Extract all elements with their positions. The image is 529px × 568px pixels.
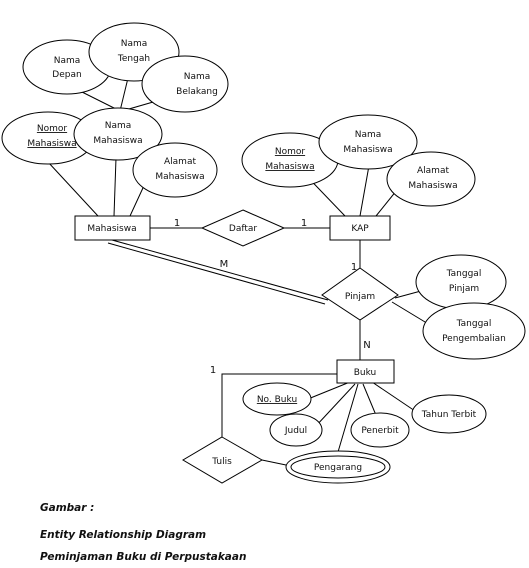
relationship-tulis-label: Tulis bbox=[211, 457, 232, 467]
cardinality-pinjam-buku: N bbox=[363, 340, 370, 351]
attribute-nomor-mahasiswa-k-line1: Nomor bbox=[275, 147, 306, 157]
attribute-tanggal-pengembalian-line2: Pengembalian bbox=[442, 334, 506, 344]
attribute-nama-depan-line2: Depan bbox=[52, 70, 81, 80]
figure-caption: Gambar : Entity Relationship Diagram Pem… bbox=[40, 502, 246, 563]
attribute-tanggal-pinjam: Tanggal Pinjam bbox=[415, 254, 507, 310]
attribute-judul: Judul bbox=[269, 413, 323, 447]
cardinality-daftar-mahasiswa: 1 bbox=[174, 218, 180, 229]
relationship-tulis: Tulis bbox=[182, 436, 264, 484]
attribute-judul-label: Judul bbox=[284, 426, 307, 436]
attribute-nama-depan-line1: Nama bbox=[54, 56, 81, 66]
attribute-alamat-mahasiswa-k: Alamat Mahasiswa bbox=[386, 151, 476, 207]
attribute-alamat-mahasiswa-k-line2: Mahasiswa bbox=[408, 181, 457, 191]
attribute-alamat-mahasiswa-k-line1: Alamat bbox=[417, 166, 449, 176]
entity-mahasiswa-label: Mahasiswa bbox=[87, 224, 136, 234]
attribute-nama-tengah-line1: Nama bbox=[121, 39, 148, 49]
cardinality-tulis: 1 bbox=[210, 365, 216, 376]
attribute-pengarang: Pengarang bbox=[285, 450, 391, 484]
attribute-alamat-mahasiswa-m: Alamat Mahasiswa bbox=[132, 142, 218, 198]
entity-kap: KAP bbox=[329, 215, 391, 241]
attribute-no-buku-label: No. Buku bbox=[257, 395, 297, 405]
attribute-tanggal-pinjam-line2: Pinjam bbox=[449, 284, 479, 294]
entity-mahasiswa: Mahasiswa bbox=[74, 215, 151, 241]
attribute-alamat-mahasiswa-m-line1: Alamat bbox=[164, 157, 196, 167]
attribute-nama-mahasiswa-k-line2: Mahasiswa bbox=[343, 145, 392, 155]
relationship-daftar: Daftar bbox=[200, 209, 286, 247]
attribute-nama-mahasiswa-m: Nama Mahasiswa bbox=[73, 107, 163, 161]
attribute-pengarang-label: Pengarang bbox=[314, 463, 362, 473]
caption-line-1: Gambar : bbox=[40, 502, 94, 514]
attribute-nama-tengah-line2: Tengah bbox=[117, 54, 150, 64]
attribute-nama-mahasiswa-k-line1: Nama bbox=[355, 130, 382, 140]
attribute-tanggal-pinjam-line1: Tanggal bbox=[446, 269, 482, 279]
attribute-alamat-mahasiswa-m-line2: Mahasiswa bbox=[155, 172, 204, 182]
attribute-nomor-mahasiswa-k-line2: Mahasiswa bbox=[265, 162, 314, 172]
attribute-nama-mahasiswa-m-line2: Mahasiswa bbox=[93, 136, 142, 146]
relationship-pinjam-label: Pinjam bbox=[345, 292, 375, 302]
attribute-penerbit: Penerbit bbox=[350, 412, 410, 448]
relationship-pinjam: Pinjam bbox=[321, 267, 399, 321]
attribute-tahun-terbit-label: Tahun Terbit bbox=[421, 410, 477, 420]
attribute-no-buku: No. Buku bbox=[242, 382, 312, 416]
attribute-tanggal-pengembalian: Tanggal Pengembalian bbox=[422, 302, 526, 360]
attribute-nama-belakang-line2: Belakang bbox=[176, 87, 218, 97]
entity-kap-label: KAP bbox=[351, 224, 369, 234]
caption-line-3: Peminjaman Buku di Perpustakaan bbox=[40, 551, 246, 563]
attribute-nama-belakang-line1: Nama bbox=[184, 72, 211, 82]
attribute-nama-mahasiswa-m-line1: Nama bbox=[105, 121, 132, 131]
attribute-nomor-mahasiswa-m-line1: Nomor bbox=[37, 124, 68, 134]
attribute-nomor-mahasiswa-k: Nomor Mahasiswa bbox=[241, 132, 339, 188]
entity-buku-label: Buku bbox=[354, 368, 377, 378]
entity-buku: Buku bbox=[336, 359, 395, 384]
attribute-tahun-terbit: Tahun Terbit bbox=[411, 394, 487, 434]
attribute-nama-belakang: Nama Belakang bbox=[141, 55, 229, 113]
attribute-nama-mahasiswa-k: Nama Mahasiswa bbox=[318, 114, 418, 170]
attribute-penerbit-label: Penerbit bbox=[361, 426, 399, 436]
cardinality-mahasiswa-pinjam: M bbox=[220, 259, 229, 270]
attribute-tanggal-pengembalian-line1: Tanggal bbox=[456, 319, 492, 329]
cardinality-kap-pinjam: 1 bbox=[351, 262, 357, 273]
caption-line-2: Entity Relationship Diagram bbox=[40, 529, 206, 541]
cardinality-labels: 1 1 1 M N 1 bbox=[174, 218, 371, 376]
cardinality-daftar-kap: 1 bbox=[301, 218, 307, 229]
attribute-nomor-mahasiswa-m-line2: Mahasiswa bbox=[27, 139, 76, 149]
relationship-daftar-label: Daftar bbox=[229, 224, 257, 234]
